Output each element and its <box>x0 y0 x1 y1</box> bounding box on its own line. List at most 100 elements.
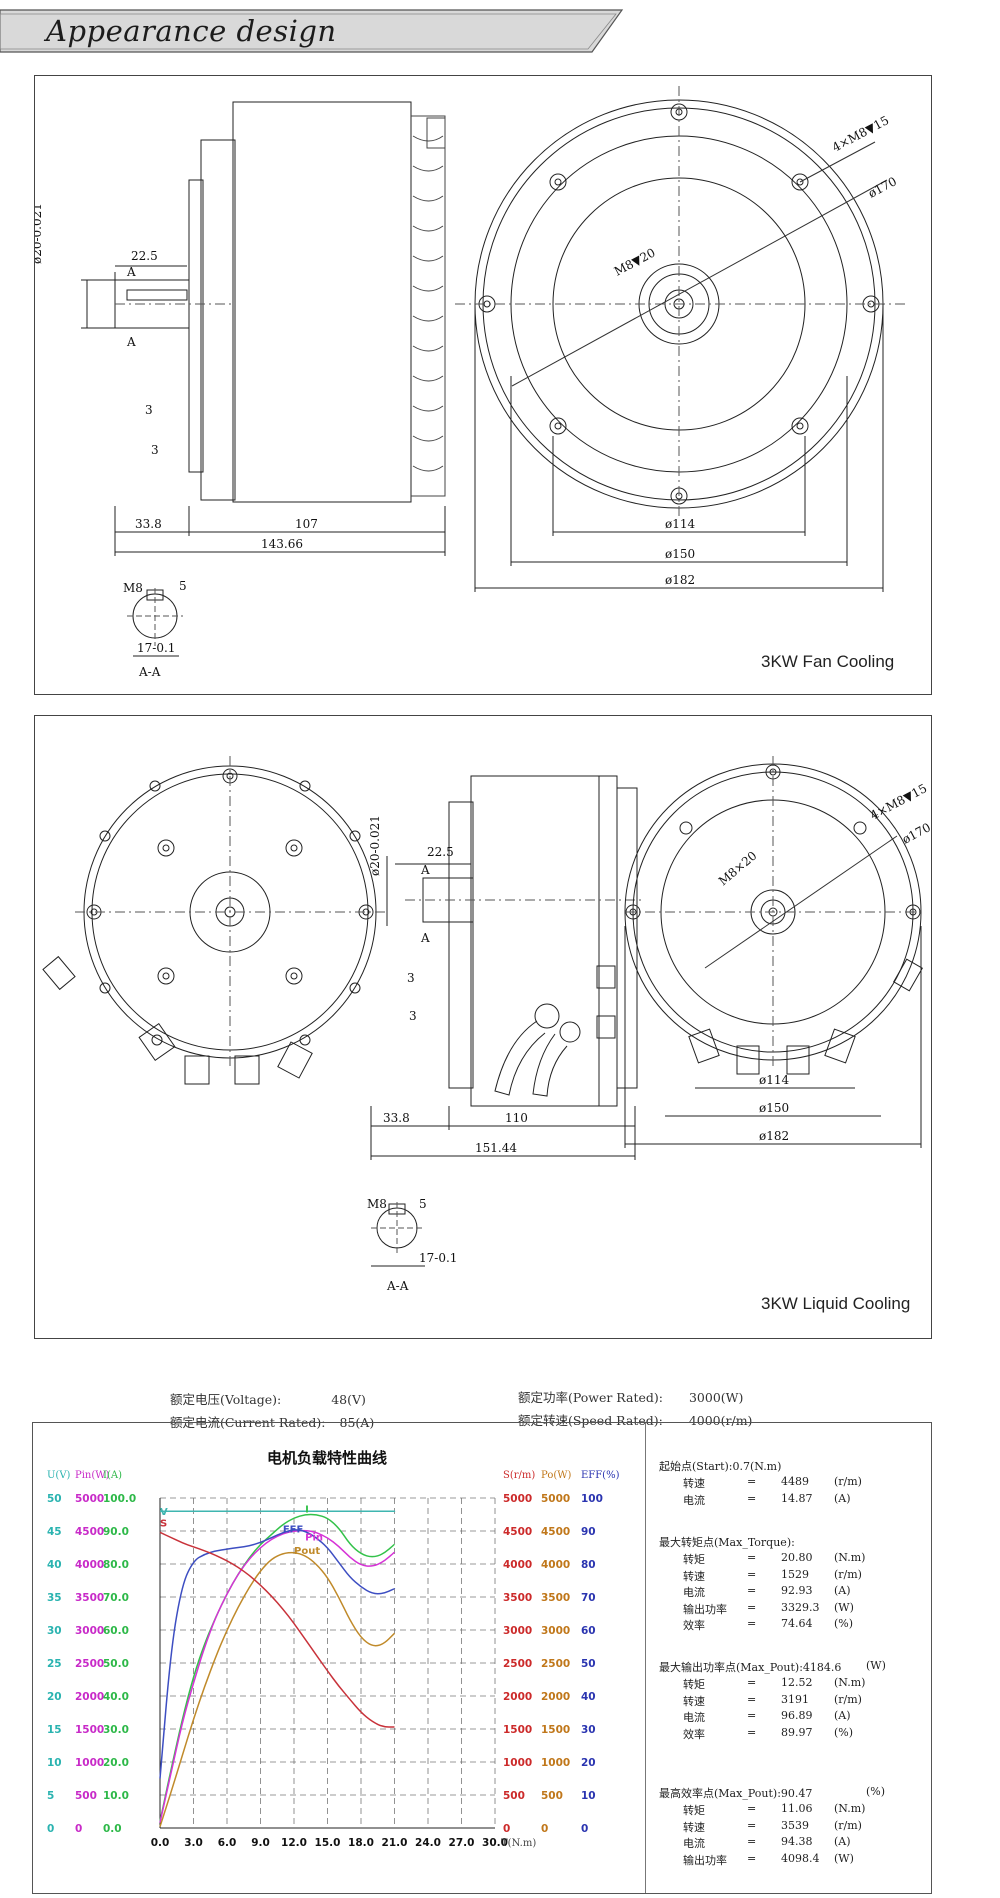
left-tick-label: 40 <box>47 1559 62 1571</box>
x-tick-label: 15.0 <box>315 1837 341 1849</box>
rating-speed: 额定转速(Speed Rated):4000(r/m) <box>510 1395 752 1429</box>
power-value: 3000(W) <box>688 1390 744 1405</box>
x-tick-label: 18.0 <box>348 1837 374 1849</box>
key-point-heading-text: 最大输出功率点(Max_Pout):4184.6 <box>659 1661 842 1674</box>
key-point-u: (A) <box>834 1709 851 1722</box>
key-point-eq: = <box>747 1584 757 1597</box>
left-tick-label: 70.0 <box>103 1592 129 1604</box>
x-tick-label: 21.0 <box>382 1837 408 1849</box>
key-point-v: 12.52 <box>781 1676 813 1689</box>
x-tick-label: 9.0 <box>251 1837 270 1849</box>
fan-cooling-drawing: 22.5 ø20-0.021 A A 3 3 33.8 107 143.66 5… <box>35 86 905 679</box>
key-point-eq: = <box>747 1600 757 1614</box>
x-tick-label: 12.0 <box>281 1837 307 1849</box>
right-axis-header: EFF(%) <box>581 1470 620 1481</box>
right-tick-label: 90 <box>581 1526 596 1538</box>
center-thread-dim: M8×20 <box>716 848 760 888</box>
left-tick-label: 15 <box>47 1724 62 1736</box>
left-tick-label: 100.0 <box>103 1493 136 1505</box>
right-tick-label: 3500 <box>541 1592 570 1604</box>
key-point-k: 电流 <box>683 1493 705 1507</box>
key-length-dim: 22.5 <box>427 845 454 859</box>
power-label: 额定功率(Power Rated): <box>517 1390 663 1405</box>
chart-divider <box>645 1423 646 1893</box>
series-label-pin: Pin <box>305 1532 323 1543</box>
key-point-v: 4489 <box>781 1475 809 1488</box>
right-tick-label: 80 <box>581 1559 596 1571</box>
key-point-row: 效率=74.64(%) <box>659 1617 919 1634</box>
left-axis-header: I(A) <box>103 1470 122 1481</box>
left-tick-label: 50.0 <box>103 1658 129 1670</box>
key-point-row: 电流=96.89(A) <box>659 1709 919 1726</box>
key-point-eq: = <box>747 1835 757 1848</box>
key-point-eq: = <box>747 1617 757 1630</box>
key-point-k: 转速 <box>683 1694 705 1708</box>
left-axis-header: U(V) <box>47 1470 71 1481</box>
key-point-v: 3329.3 <box>781 1600 820 1614</box>
key-point-v: 96.89 <box>781 1709 813 1722</box>
right-tick-label: 70 <box>581 1592 596 1604</box>
key-point-u: (r/m) <box>834 1818 862 1832</box>
key-point-v: 1529 <box>781 1567 809 1581</box>
right-tick-label: 50 <box>581 1658 596 1670</box>
right-tick-label: 2000 <box>503 1691 532 1703</box>
x-tick-label: 30.0 <box>482 1837 508 1849</box>
total-length-dim: 151.44 <box>475 1141 517 1155</box>
key-point-u: (%) <box>834 1725 854 1739</box>
fan-cooling-caption: 3KW Fan Cooling <box>761 652 895 671</box>
right-tick-label: 2500 <box>503 1658 532 1670</box>
key-point-row: 转速=3539(r/m) <box>659 1819 919 1836</box>
series-label-pout: Pout <box>294 1546 320 1557</box>
right-tick-label: 0 <box>503 1823 510 1835</box>
key-point-row: 电流=14.87(A) <box>659 1492 919 1509</box>
liquid-cooling-drawing-panel: 22.5 ø20-0.021 A A 3 3 33.8 110 151.44 5… <box>34 715 932 1339</box>
left-tick-label: 1500 <box>75 1724 104 1736</box>
key-point-u: (A) <box>834 1491 851 1505</box>
x-tick-label: 3.0 <box>184 1837 203 1849</box>
step-dim-1: 3 <box>145 403 153 417</box>
key-point-heading-unit: (%) <box>866 1785 886 1798</box>
right-tick-label: 5000 <box>541 1493 570 1505</box>
right-tick-label: 3000 <box>503 1625 532 1637</box>
key-point-heading-text: 最大转矩点(Max_Torque): <box>659 1536 795 1549</box>
left-tick-label: 90.0 <box>103 1526 129 1538</box>
right-tick-label: 1500 <box>503 1724 532 1736</box>
key-point-eq: = <box>747 1709 757 1722</box>
speed-value: 4000(r/m) <box>688 1413 753 1428</box>
liquid-cooling-drawing: 22.5 ø20-0.021 A A 3 3 33.8 110 151.44 5… <box>42 756 931 1293</box>
left-axis-header: Pin(W) <box>75 1470 110 1481</box>
right-tick-label: 4000 <box>503 1559 532 1571</box>
key-width-dim: 5 <box>179 579 187 593</box>
right-tick-label: 4000 <box>541 1559 570 1571</box>
right-tick-label: 30 <box>581 1724 596 1736</box>
key-length-dim: 22.5 <box>131 249 158 263</box>
key-point-row: 输出功率=3329.3(W) <box>659 1601 919 1618</box>
key-point-k: 效率 <box>683 1619 705 1632</box>
key-point-row: 电流=92.93(A) <box>659 1584 919 1601</box>
key-point-eq: = <box>747 1802 757 1815</box>
section-label: A-A <box>138 665 161 679</box>
shaft-length-dim: 33.8 <box>135 517 162 531</box>
right-tick-label: 1000 <box>541 1757 570 1769</box>
key-point-heading-text: 起始点(Start):0.7(N.m) <box>659 1460 782 1473</box>
key-point-u: (W) <box>834 1600 854 1614</box>
key-point-eq: = <box>747 1851 757 1865</box>
right-tick-label: 3500 <box>503 1592 532 1604</box>
left-tick-label: 25 <box>47 1658 62 1670</box>
right-tick-label: 500 <box>503 1790 525 1802</box>
key-point-u: (r/m) <box>834 1475 862 1488</box>
series-label-s: S <box>160 1518 167 1529</box>
shaft-diameter-dim: ø20-0.021 <box>35 203 44 264</box>
key-point-k: 电流 <box>683 1586 705 1599</box>
shaft-diameter-dim: ø20-0.021 <box>368 815 382 876</box>
d114-dim: ø114 <box>759 1073 789 1087</box>
rating-voltage: 额定电压(Voltage):48(V) <box>162 1374 366 1408</box>
section-mark-top: A <box>420 863 430 877</box>
right-tick-label: 4500 <box>541 1526 570 1538</box>
x-tick-label: 24.0 <box>415 1837 441 1849</box>
key-depth-dim: 17-0.1 <box>137 641 175 655</box>
series-label-eff: EFF <box>283 1525 304 1536</box>
right-tick-label: 5000 <box>503 1493 532 1505</box>
key-point-k: 输出功率 <box>683 1853 727 1867</box>
